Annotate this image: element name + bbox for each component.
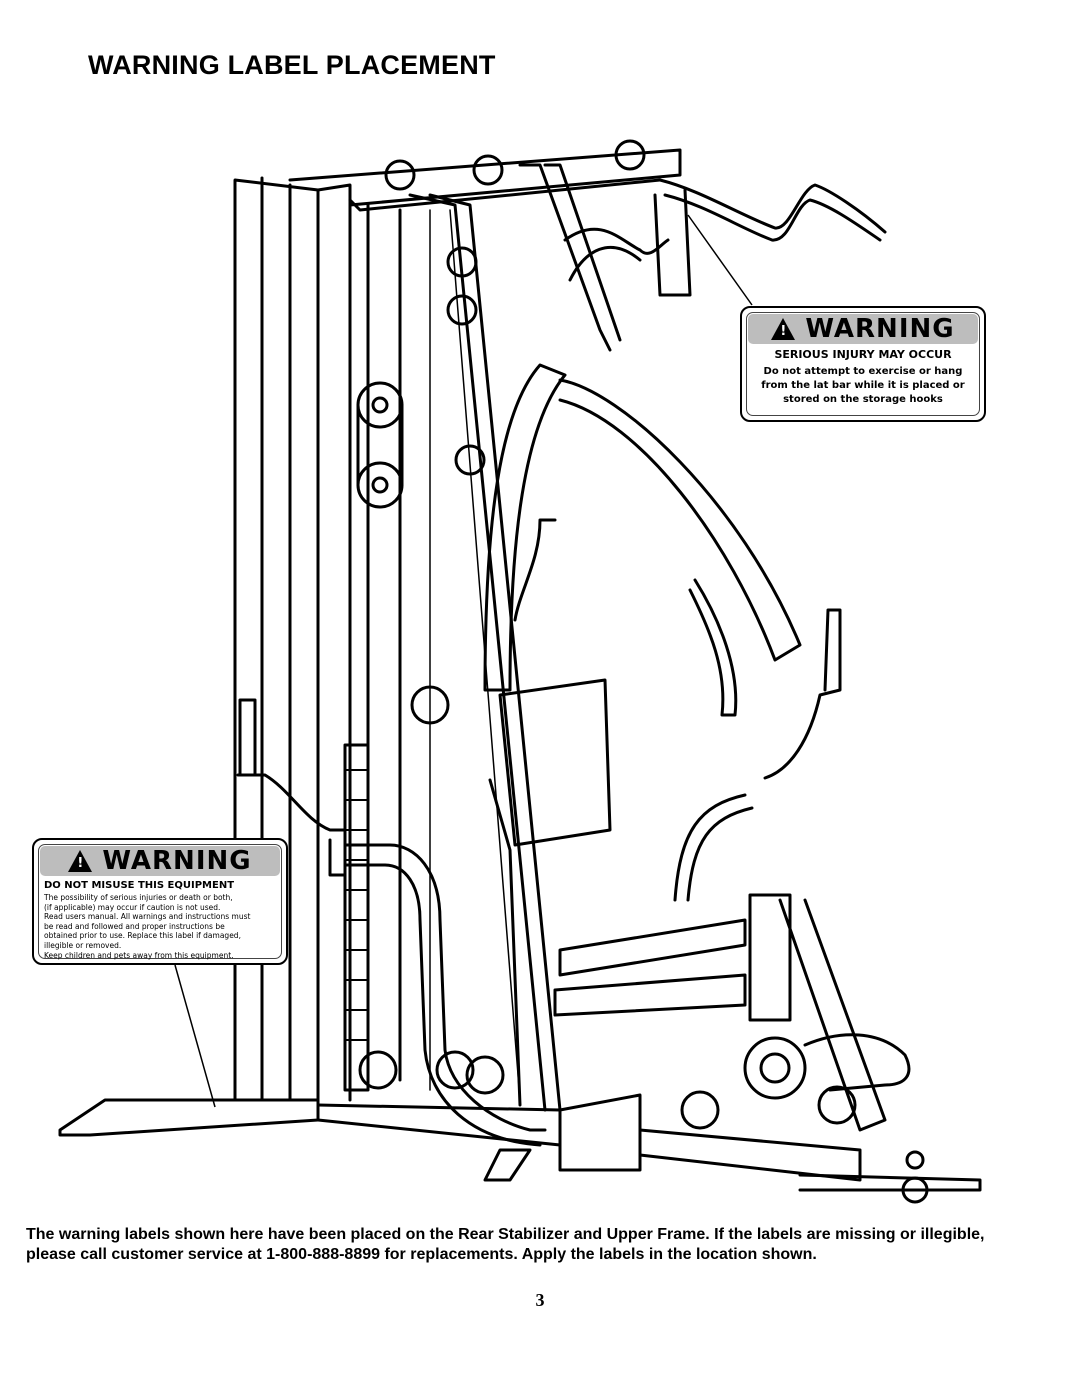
label-subheading: DO NOT MISUSE THIS EQUIPMENT (44, 880, 235, 891)
label-line: obtained prior to use. Replace this labe… (44, 931, 241, 941)
label-border (38, 844, 282, 959)
label-body: Do not attempt to exercise or hang from … (750, 365, 976, 407)
warning-banner: ! WARNING (748, 314, 978, 344)
label-border (746, 312, 980, 416)
warning-heading: WARNING (102, 846, 252, 876)
label-subheading: SERIOUS INJURY MAY OCCUR (774, 348, 952, 361)
warning-heading: WARNING (805, 314, 955, 344)
home-gym-illustration (58, 139, 982, 1204)
upper-warning-label: ! WARNING SERIOUS INJURY MAY OCCUR Do no… (740, 306, 986, 422)
warning-banner: ! WARNING (40, 846, 280, 876)
label-body: The possibility of serious injuries or d… (44, 893, 280, 960)
label-line: illegible or removed. (44, 940, 122, 950)
caption-text: The warning labels shown here have been … (26, 1226, 985, 1263)
label-line: from the lat bar while it is placed or (761, 380, 965, 391)
label-line: stored on the storage hooks (783, 394, 943, 405)
label-line: Do not attempt to exercise or hang (763, 366, 963, 377)
label-line: The possibility of serious injuries or d… (44, 893, 233, 902)
page-number: 3 (535, 1290, 545, 1310)
label-line: Read users manual. All warnings and inst… (44, 912, 251, 922)
warning-triangle-icon: ! (771, 318, 796, 340)
label-line: (if applicable) may occur if caution is … (44, 902, 221, 912)
label-line: Keep children and pets away from this eq… (44, 950, 234, 960)
warning-triangle-icon: ! (68, 850, 93, 872)
lower-warning-label: ! WARNING DO NOT MISUSE THIS EQUIPMENT T… (32, 838, 288, 965)
label-line: be read and followed and proper instruct… (44, 921, 225, 931)
page-title: WARNING LABEL PLACEMENT (88, 50, 496, 80)
